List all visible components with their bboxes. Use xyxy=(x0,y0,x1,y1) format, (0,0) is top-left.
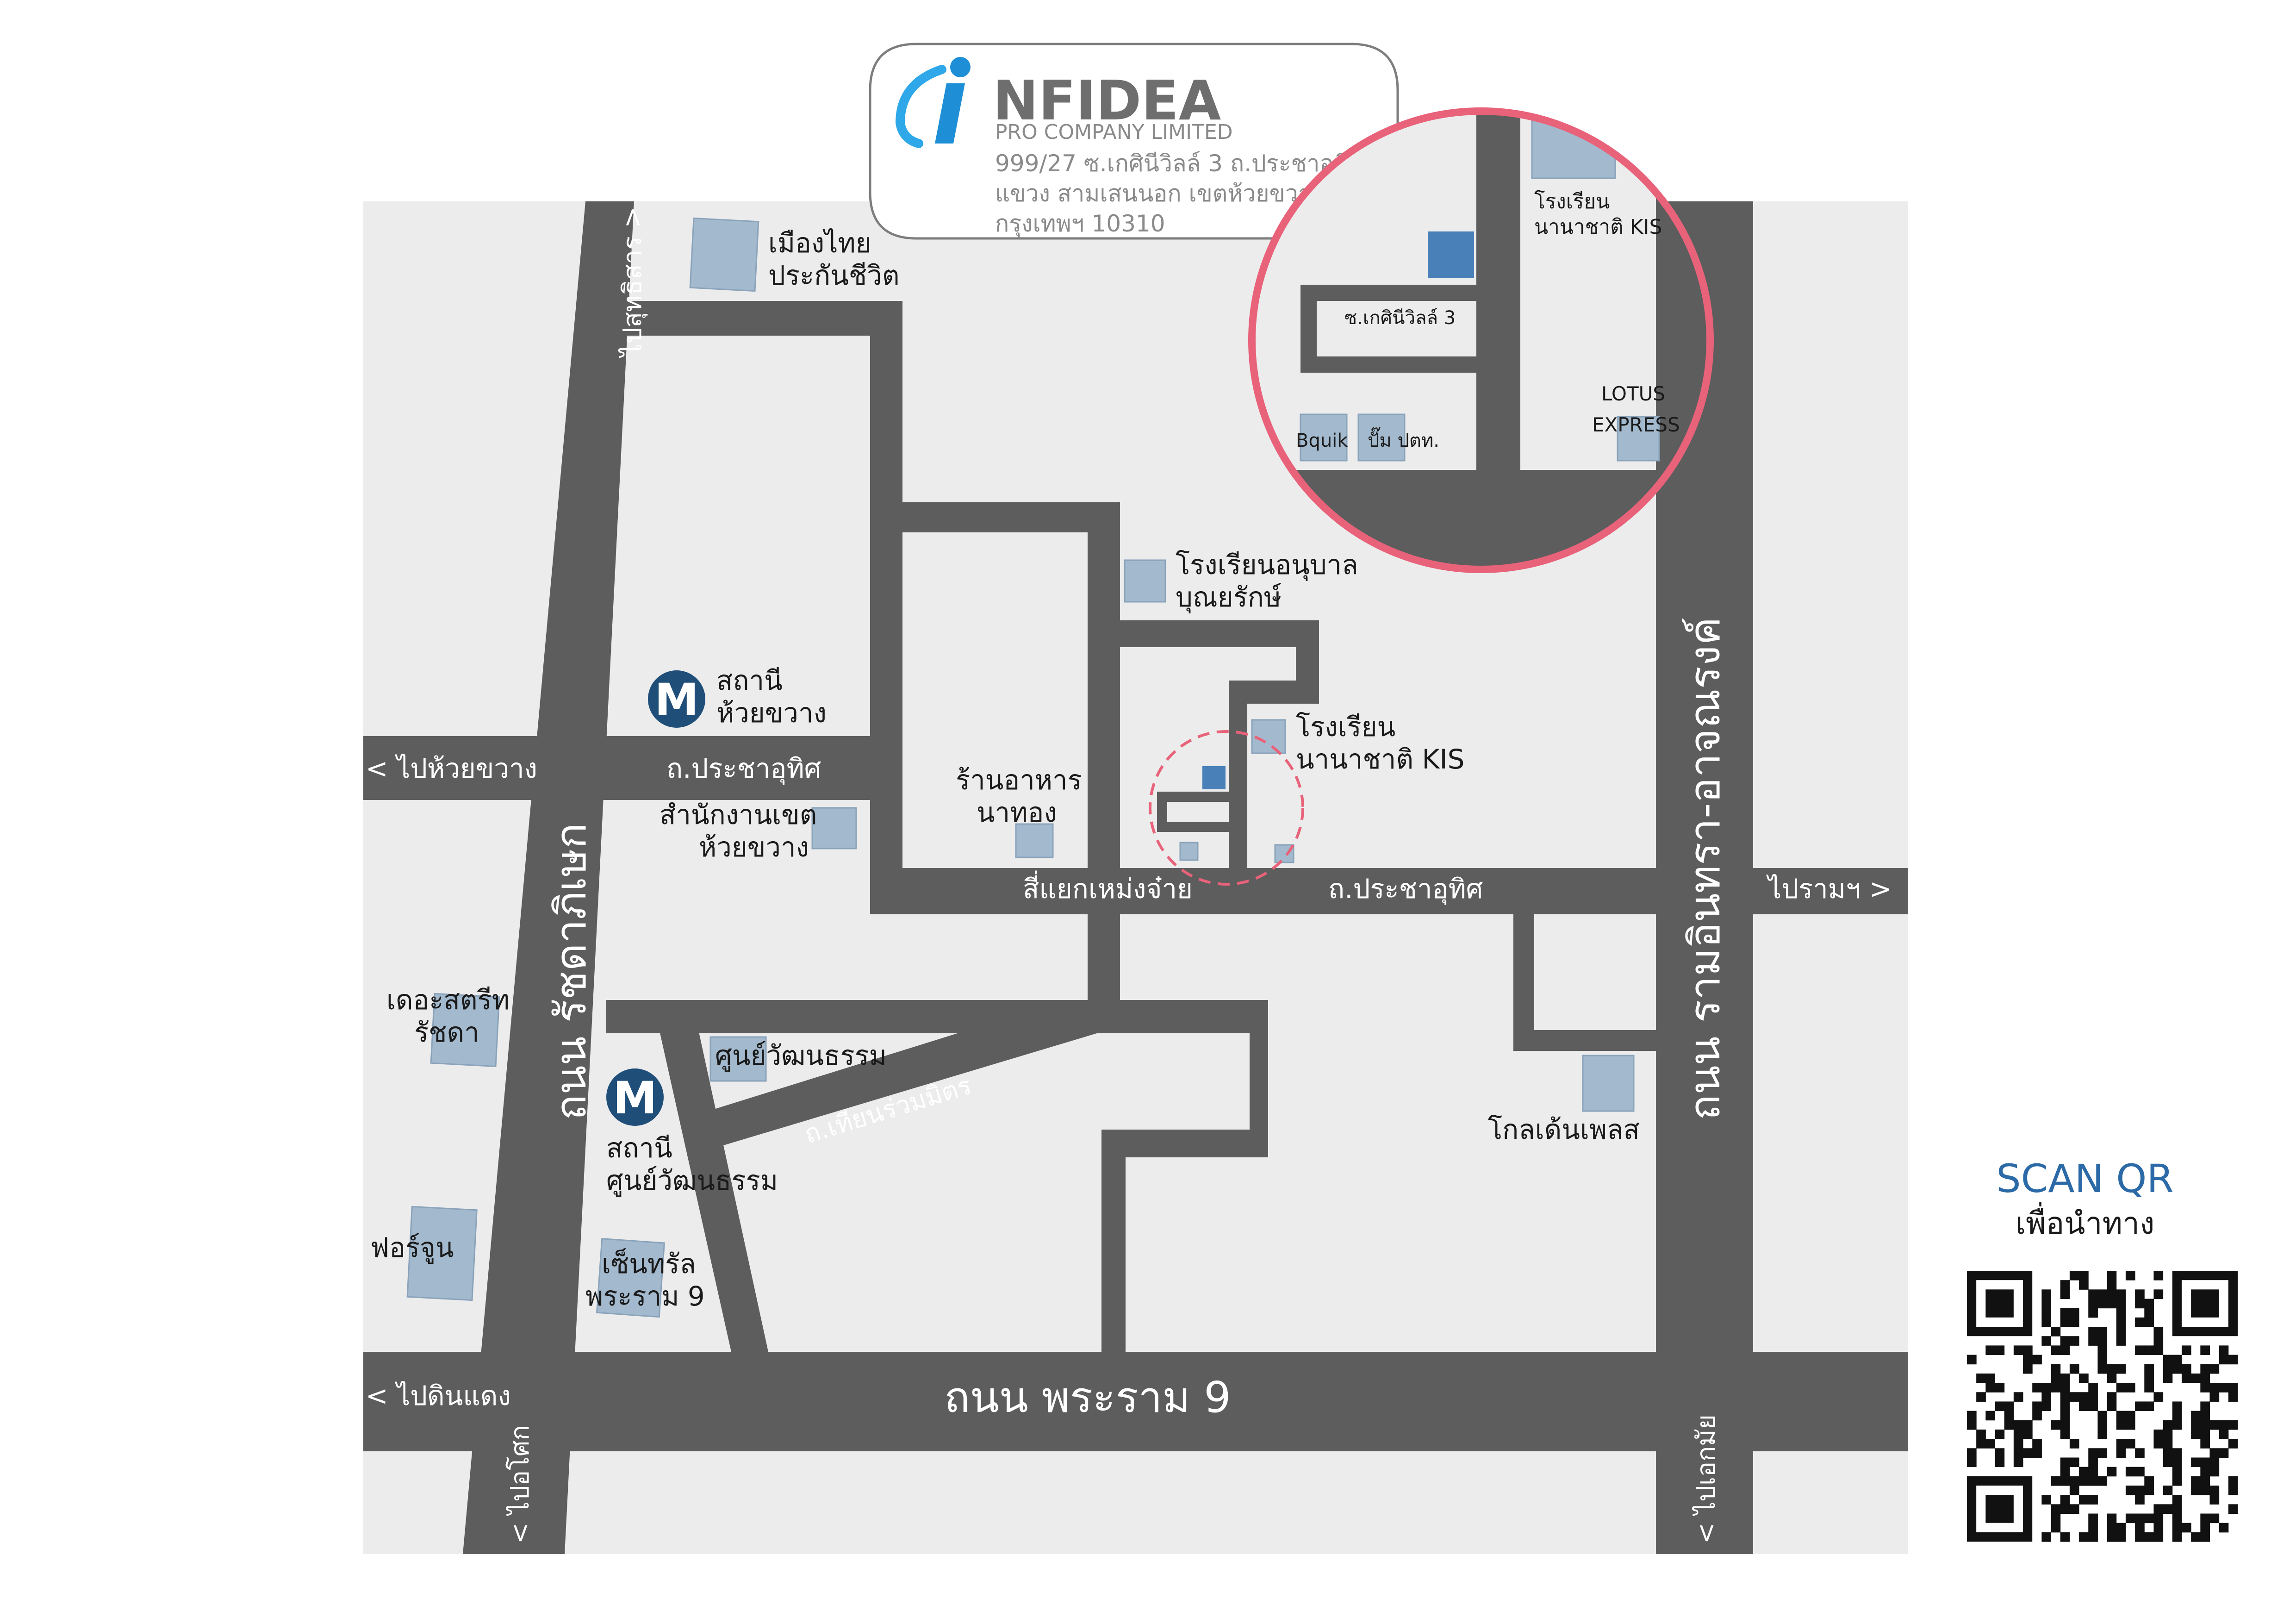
road-junction-label: สี่แยกเหม่งจ๋าย xyxy=(1023,870,1193,905)
mrt-huaikhwang-icon: M xyxy=(648,670,705,728)
soi-lower xyxy=(606,1000,1268,1033)
inset-soi: ซ.เกศินีวิลล์ 3 xyxy=(1344,307,1456,329)
label-kindergarten-1: โรงเรียนอนุบาล xyxy=(1176,549,1358,581)
bldg-thestreet xyxy=(430,993,500,1068)
soi-middle-vertical xyxy=(1088,502,1120,1016)
road-thianruammit xyxy=(708,1000,1097,1146)
mrt-letter: M xyxy=(654,674,699,726)
soi-middle xyxy=(902,502,1120,532)
soi-muangthai xyxy=(620,301,676,336)
label-thestreet-1: เดอะสตรีท xyxy=(386,984,510,1016)
dir-ekamai: < ไปเอกมัย xyxy=(1691,1414,1721,1544)
label-muangthai-2: ประกันชีวิต xyxy=(768,260,900,291)
bldg-culturalcenter xyxy=(709,1036,767,1082)
inset-bquik: Bquik xyxy=(1296,430,1348,451)
infidea-logo-icon xyxy=(895,57,971,148)
inset-pump: ปั๊ม ปตท. xyxy=(1368,427,1439,451)
label-mrt-cultural-1: สถานี xyxy=(606,1132,672,1164)
road-prachauthit-west xyxy=(363,736,900,800)
road-ratchada xyxy=(463,201,634,1554)
label-district-1: สำนักงานเขต xyxy=(660,799,817,831)
landmark-labels: เมืองไทย ประกันชีวิต โรงเรียนอนุบาล บุณย… xyxy=(370,227,1640,1312)
qr-code-icon[interactable] xyxy=(1967,1271,2238,1542)
address-callout: NFIDEA PRO COMPANY LIMITED 999/27 ซ.เกศิ… xyxy=(869,43,1433,249)
company-address-3: กรุงเทพฯ 10310 xyxy=(995,210,1165,237)
label-kindergarten-2: บุณยรักษ์ xyxy=(1176,581,1282,614)
inset-ring xyxy=(1248,107,1714,573)
label-central-1: เซ็นทรัล xyxy=(602,1248,696,1280)
mrt-culturalcenter-icon: M xyxy=(606,1068,664,1126)
label-muangthai-1: เมืองไทย xyxy=(768,227,871,259)
soi-right-loop-bottom xyxy=(1513,1030,1656,1051)
label-restaurant-1: ร้านอาหาร xyxy=(956,764,1082,796)
soi-company-left xyxy=(1157,792,1167,831)
bldg-fortune xyxy=(406,1206,478,1301)
bldg-kis xyxy=(1251,719,1286,754)
qr-title: SCAN QR xyxy=(1996,1156,2173,1201)
company-address-2: แขวง สามเสนนอก เขตห้วยขวาง xyxy=(995,180,1322,207)
road-prachauthit-east xyxy=(870,868,1908,914)
bldg-muangthai xyxy=(689,217,759,292)
soi-right-loop-left xyxy=(1513,914,1534,1046)
road-rama9 xyxy=(363,1352,1908,1451)
dir-asok: < ไปอโศก xyxy=(505,1425,535,1544)
label-thestreet-2: รัชดา xyxy=(414,1017,479,1048)
company-logo-text: NFIDEA xyxy=(993,69,1221,132)
dir-huaikhwang: < ไปห้วยขวาง xyxy=(366,753,537,784)
road-diagonal-to-rama9 xyxy=(653,1000,768,1352)
bldg-restaurant xyxy=(1015,823,1054,858)
bldg-central xyxy=(596,1238,666,1318)
label-kis-1: โรงเรียน xyxy=(1296,711,1395,743)
soi-company-bottom xyxy=(1157,822,1236,832)
inset-company-building xyxy=(1428,231,1474,278)
road-ramintra-label: ถนน รามอินทรา-อาจณรงค์ xyxy=(1680,617,1730,1120)
label-culturalcenter: ศูนย์วัฒนธรรม xyxy=(715,1040,887,1072)
bldg-golden xyxy=(1582,1055,1635,1112)
soi-left-vertical xyxy=(870,301,902,914)
soi-company-top xyxy=(1157,792,1236,802)
label-golden: โกลเด้นเพลส xyxy=(1488,1114,1640,1145)
bldg-small-1 xyxy=(1179,842,1199,861)
dir-sutthisan: ไปสุทธิสาร > xyxy=(617,206,648,358)
inset-kis-1: โรงเรียน xyxy=(1534,190,1610,213)
inset-lotus-2: EXPRESS xyxy=(1592,413,1680,436)
label-mrt-cultural-2: ศูนย์วัฒนธรรม xyxy=(606,1165,778,1197)
inset-zoom: โรงเรียน นานาชาติ KIS ซ.เกศินีวิลล์ 3 LO… xyxy=(1248,107,1714,573)
road-network xyxy=(363,201,1908,1554)
label-fortune: ฟอร์จูน xyxy=(370,1232,454,1264)
company-subtitle: PRO COMPANY LIMITED xyxy=(995,120,1233,144)
label-district-2: ห้วยขวาง xyxy=(699,831,809,863)
road-prachauthit-west-label: ถ.ประชาอุทิศ xyxy=(666,753,821,785)
road-rama9-label: ถนน พระราม 9 xyxy=(944,1373,1231,1422)
inset-kis-2: นานาชาติ KIS xyxy=(1534,215,1662,239)
soi-kis-down xyxy=(1229,681,1247,868)
company-building xyxy=(1202,766,1226,789)
soi-kis-top xyxy=(1111,620,1319,647)
road-prachauthit-east-label: ถ.ประชาอุทิศ xyxy=(1328,873,1483,906)
buildings xyxy=(406,217,1635,1318)
soi-lower-bend xyxy=(1101,1130,1268,1157)
label-restaurant-2: นาทอง xyxy=(977,797,1057,828)
bldg-kindergarten xyxy=(1124,559,1166,603)
label-mrt-huaikhwang-2: ห้วยขวาง xyxy=(716,697,827,729)
company-address-1: 999/27 ซ.เกศินีวิลล์ 3 ถ.ประชาอุทิศ xyxy=(995,150,1363,177)
road-ratchada-label: ถนน รัชดาภิเษก xyxy=(546,823,596,1120)
qr-subtitle: เพื่อนำทาง xyxy=(2016,1202,2155,1241)
dir-dindaeng: < ไปดินแดง xyxy=(366,1380,511,1412)
soi-lower-down xyxy=(1101,1130,1126,1352)
dir-ram: ไปรามฯ > xyxy=(1766,873,1892,905)
bldg-district xyxy=(811,807,857,849)
inset-lotus-1: LOTUS xyxy=(1601,382,1665,405)
company-highlight-circle xyxy=(1149,730,1304,886)
label-kis-2: นานาชาติ KIS xyxy=(1296,743,1464,775)
label-mrt-huaikhwang-1: สถานี xyxy=(716,665,783,696)
soi-top xyxy=(671,301,902,336)
label-central-2: พระราม 9 xyxy=(585,1280,705,1312)
mrt-letter: M xyxy=(613,1072,657,1124)
